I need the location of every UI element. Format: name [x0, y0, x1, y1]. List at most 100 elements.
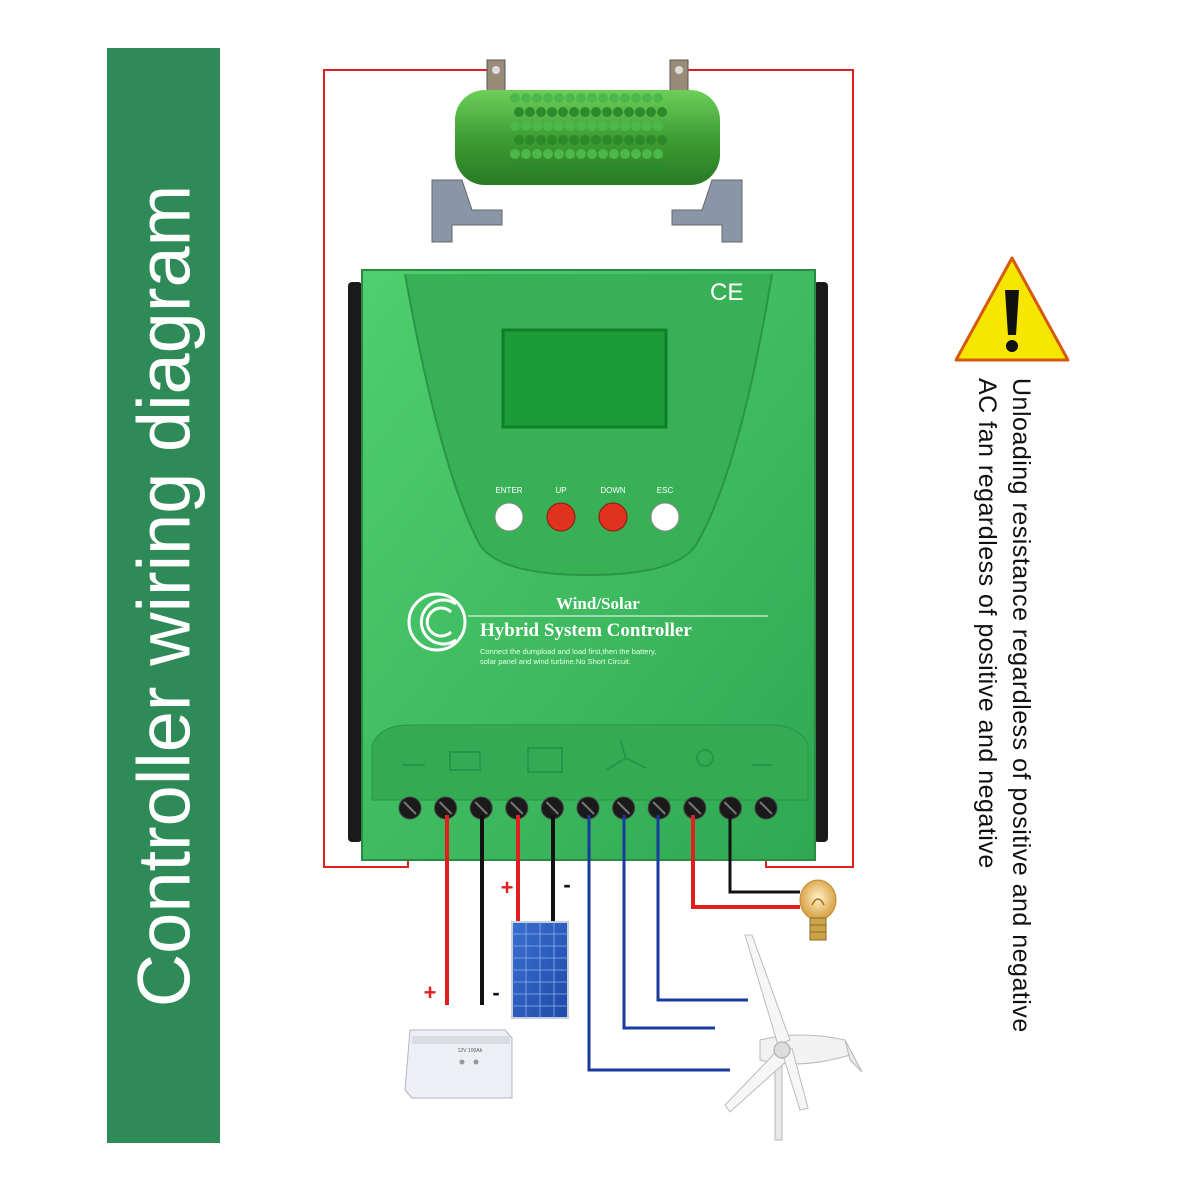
- down-button[interactable]: [598, 502, 628, 532]
- solar-negative-sign: -: [563, 872, 570, 897]
- resistor-coil-bump: [521, 121, 531, 131]
- battery-positive-sign: +: [424, 980, 437, 1005]
- resistor-coil-bump: [569, 135, 579, 145]
- resistor-coil-bump: [635, 163, 645, 173]
- resistor-coil-bump: [532, 93, 542, 103]
- charge-controller: CE ENTER UP DOWN ESC Wind/Solar Hybrid S…: [348, 269, 828, 861]
- ce-mark: CE: [710, 279, 743, 306]
- resistor-coil-bump: [565, 121, 575, 131]
- resistor-coil-bump: [624, 107, 634, 117]
- resistor-coil-bump: [646, 163, 656, 173]
- resistor-coil-bump: [510, 149, 520, 159]
- wind-turbine-wires: [587, 815, 748, 1072]
- resistor-coil-bump: [624, 135, 634, 145]
- resistor-coil-bump: [620, 149, 630, 159]
- brand-line-2: Hybrid System Controller: [480, 620, 692, 641]
- resistor-coil-bump: [587, 149, 597, 159]
- resistor-coil-bump: [591, 163, 601, 173]
- enter-button[interactable]: [494, 502, 524, 532]
- esc-button-label: ESC: [657, 486, 674, 495]
- resistor-coil-bump: [558, 163, 568, 173]
- terminal-screw: [612, 796, 636, 820]
- wiring-note-line-2: solar panel and wind turbine.No Short Ci…: [480, 657, 631, 666]
- resistor-coil-bump: [532, 121, 542, 131]
- resistor-coil-bump: [521, 93, 531, 103]
- resistor-coil-bump: [514, 107, 524, 117]
- resistor-coil-bump: [653, 121, 663, 131]
- battery-label: 12V 100Ah: [458, 1048, 483, 1054]
- wind-turbine: [724, 934, 863, 1141]
- resistor-coils: [510, 93, 667, 173]
- load-symbol-icon: [696, 749, 714, 767]
- down-button-label: DOWN: [600, 486, 626, 495]
- resistor-coil-bump: [642, 121, 652, 131]
- up-button[interactable]: [546, 502, 576, 532]
- resistor-coil-bump: [543, 121, 553, 131]
- resistor-coil-bump: [554, 121, 564, 131]
- resistor-coil-bump: [631, 93, 641, 103]
- resistor-coil-bump: [536, 135, 546, 145]
- wind-symbol-icon: [605, 739, 647, 771]
- resistor-coil-bump: [547, 163, 557, 173]
- resistor-coil-bump: [510, 121, 520, 131]
- resistor-coil-bump: [653, 93, 663, 103]
- terminal-screw: [434, 796, 458, 820]
- resistor-coil-bump: [598, 149, 608, 159]
- resistor-coil-bump: [631, 121, 641, 131]
- resistor-coil-bump: [565, 149, 575, 159]
- resistor-coil-bump: [576, 121, 586, 131]
- battery-symbol-icon: [449, 751, 481, 771]
- resistor-coil-bump: [536, 107, 546, 117]
- lcd-screen: [501, 328, 668, 429]
- resistor-coil-bump: [642, 93, 652, 103]
- resistor-coil-bump: [646, 135, 656, 145]
- solar-positive-sign: +: [501, 875, 514, 900]
- resistor-coil-bump: [576, 149, 586, 159]
- resistor-coil-bump: [613, 163, 623, 173]
- resistor-coil-bump: [569, 107, 579, 117]
- resistor-coil-bump: [525, 107, 535, 117]
- resistor-coil-bump: [547, 107, 557, 117]
- resistor-coil-bump: [521, 149, 531, 159]
- resistor-coil-bump: [580, 135, 590, 145]
- resistor-coil-bump: [635, 135, 645, 145]
- title-banner: Controller wiring diagram: [107, 48, 220, 1143]
- resistor-coil-bump: [591, 107, 601, 117]
- resistor-coil-bump: [514, 163, 524, 173]
- resistor-coil-bump: [598, 93, 608, 103]
- terminal-screw: [754, 796, 778, 820]
- brand-logo-icon: [407, 592, 467, 652]
- wiring-note-line-1: Connect the dumpload and load first,then…: [480, 647, 656, 656]
- resistor-coil-bump: [510, 93, 520, 103]
- resistor-coil-bump: [602, 107, 612, 117]
- resistor-coil-bump: [613, 135, 623, 145]
- resistor-coil-bump: [536, 163, 546, 173]
- resistor-coil-bump: [569, 163, 579, 173]
- esc-button[interactable]: [650, 502, 680, 532]
- resistor-coil-bump: [602, 135, 612, 145]
- load-wires: [691, 815, 800, 909]
- resistor-coil-bump: [657, 135, 667, 145]
- resistor-coil-bump: [635, 107, 645, 117]
- resistor-coil-bump: [576, 93, 586, 103]
- terminal-block: [398, 796, 778, 820]
- resistor-coil-bump: [657, 163, 667, 173]
- resistor-coil-bump: [547, 135, 557, 145]
- resistor-coil-bump: [543, 93, 553, 103]
- resistor-coil-bump: [620, 121, 630, 131]
- up-button-label: UP: [555, 486, 566, 495]
- resistor-coil-bump: [609, 93, 619, 103]
- resistor-coil-bump: [646, 107, 656, 117]
- resistor-coil-bump: [554, 149, 564, 159]
- resistor-coil-bump: [657, 107, 667, 117]
- resistor-coil-bump: [587, 121, 597, 131]
- resistor-coil-bump: [602, 163, 612, 173]
- battery-negative-sign: -: [492, 980, 499, 1005]
- resistor-coil-bump: [591, 135, 601, 145]
- resistor-coil-bump: [525, 163, 535, 173]
- resistor-coil-bump: [609, 121, 619, 131]
- resistor-coil-bump: [587, 93, 597, 103]
- solar-symbol-icon: [527, 747, 563, 773]
- terminal-screw: [398, 796, 422, 820]
- dumpload-resistor: [431, 59, 743, 243]
